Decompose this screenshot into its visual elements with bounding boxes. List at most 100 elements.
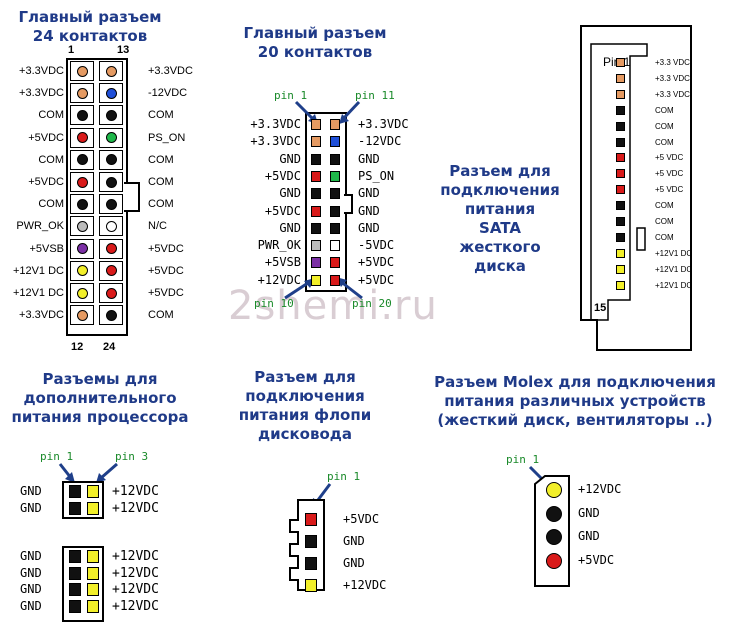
floppy-pin-label: GND xyxy=(343,534,365,548)
sata-pin-3 xyxy=(616,89,625,99)
sata-pin-2 xyxy=(616,73,625,83)
sata-pin-7 xyxy=(616,153,625,163)
cpu-four_pin-left-label: GND xyxy=(20,500,42,515)
atx24-pin-11 xyxy=(76,287,88,299)
atx20-left-label: GND xyxy=(279,151,301,166)
floppy-pin-2 xyxy=(305,535,317,548)
molex-pin-4 xyxy=(546,552,562,569)
sata-pin-12 xyxy=(616,232,625,242)
atx20-left-label: PWR_OK xyxy=(257,238,301,253)
cpu-eight_pin-right-label: +12VDC xyxy=(112,582,159,597)
atx20-pin10-label: pin 10 xyxy=(254,297,294,310)
atx20-right-label: PS_ON xyxy=(358,168,395,183)
atx24-left-label: PWR_OK xyxy=(16,220,64,233)
atx24-pin-24 xyxy=(105,309,117,321)
atx24-pin-9 xyxy=(76,243,88,255)
molex-pin-2 xyxy=(546,505,562,522)
atx24-pin-19 xyxy=(105,198,117,210)
floppy-pin-label: GND xyxy=(343,556,365,570)
cpu-eight_pin-12v-pin-1 xyxy=(87,550,99,563)
cpu-eight_pin-12v-pin-4 xyxy=(87,599,99,613)
atx24-left-label: +12V1 DC xyxy=(12,264,64,277)
floppy-pin-1 xyxy=(305,513,317,526)
atx20-title: Главный разъем 20 контактов xyxy=(243,24,387,61)
atx24-num-13: 13 xyxy=(117,44,130,56)
atx24-left-label: +3.3VDC xyxy=(19,309,64,322)
atx20-pin11-label: pin 11 xyxy=(355,89,395,102)
atx20-left-label: +3.3VDC xyxy=(250,134,301,149)
atx24-left-label: +5VSB xyxy=(29,242,64,255)
atx20-left-label: +5VDC xyxy=(264,203,301,218)
cpu-four_pin-left-label: GND xyxy=(20,484,42,498)
atx20-pin-17 xyxy=(330,222,340,234)
atx24-pin-7 xyxy=(76,198,88,210)
sata-pin-label: +5 VDC xyxy=(655,169,684,179)
molex-title: Разъем Molex для подключения питания раз… xyxy=(434,373,716,429)
cpu-pin1-label: pin 1 xyxy=(40,450,74,463)
atx20-pin-16 xyxy=(330,205,340,217)
atx20-right-label: +5VDC xyxy=(358,255,395,270)
atx24-right-label: +3.3VDC xyxy=(148,65,193,77)
molex-pin-1 xyxy=(546,482,562,498)
cpu-four_pin-gnd-pin-2 xyxy=(69,501,81,515)
sata-pin-15 xyxy=(616,280,625,290)
sata-pin-10 xyxy=(616,201,625,211)
atx24-latch xyxy=(124,182,140,212)
atx20-pin-20 xyxy=(330,274,340,286)
atx20-pin-19 xyxy=(330,257,340,269)
atx20-pin-18 xyxy=(330,240,340,252)
cpu-eight_pin-left-label: GND xyxy=(20,565,42,580)
atx20-left-label: GND xyxy=(279,220,301,235)
atx20-left-label: +5VSB xyxy=(264,255,301,270)
atx24-right-label: COM xyxy=(148,198,174,211)
cpu-four_pin-12v-pin-2 xyxy=(87,501,99,515)
sata-pin-1 xyxy=(616,58,625,67)
floppy-title: Разъем для подключения питания флопи дис… xyxy=(238,368,372,443)
atx20-pin-15 xyxy=(330,188,340,200)
atx20-pin-6 xyxy=(311,205,321,217)
atx24-pin-20 xyxy=(105,220,117,232)
sata-pin-14 xyxy=(616,264,625,274)
molex-pin-3 xyxy=(546,529,562,545)
atx24-pin-8 xyxy=(76,220,88,232)
atx24-pin-13 xyxy=(105,65,117,77)
sata-pin-label: COM xyxy=(655,105,674,115)
atx24-left-label: +5VDC xyxy=(28,131,64,144)
cpu-eight_pin-gnd-pin-2 xyxy=(69,566,81,580)
atx24-pin-17 xyxy=(105,154,117,166)
atx24-left-label: COM xyxy=(38,109,64,122)
sata-pin-label: COM xyxy=(655,201,674,211)
sata-pin-label: +3.3 VDC xyxy=(655,73,690,83)
sata-pin-label: +12V1 DC xyxy=(655,280,693,290)
sata-pin-8 xyxy=(616,169,625,179)
atx20-pin-7 xyxy=(311,222,321,234)
atx20-pin-4 xyxy=(311,170,321,182)
atx24-left-label: +12V1 DC xyxy=(12,287,64,299)
sata-pin15-label: 15 xyxy=(594,302,607,314)
sata-pin-label: +12V1 DC xyxy=(655,248,693,258)
atx20-pin-14 xyxy=(330,170,340,182)
atx24-right-label: COM xyxy=(148,153,174,166)
atx24-right-label: COM xyxy=(148,176,174,188)
atx20-left-label: +12VDC xyxy=(257,272,301,287)
atx20-pin-10 xyxy=(311,274,321,286)
atx24-left-label: +3.3VDC xyxy=(19,87,64,100)
atx24-title: Главный разъем 24 контактов xyxy=(18,8,162,45)
atx20-pin-11 xyxy=(330,119,340,130)
floppy-pin-3 xyxy=(305,557,317,570)
atx20-left-label: +3.3VDC xyxy=(250,117,301,131)
atx24-right-label: COM xyxy=(148,309,174,322)
cpu-eight_pin-12v-pin-3 xyxy=(87,583,99,596)
atx20-latch xyxy=(344,194,353,214)
atx20-left-label: +5VDC xyxy=(264,168,301,183)
atx24-right-label: PS_ON xyxy=(148,131,186,144)
cpu-pin3-label: pin 3 xyxy=(115,450,149,463)
sata-pin-6 xyxy=(616,137,625,147)
atx20-pin-9 xyxy=(311,257,321,269)
atx24-pin-18 xyxy=(105,176,117,188)
atx20-right-label: +5VDC xyxy=(358,272,395,287)
sata-pin-label: +3.3 VDC xyxy=(655,58,690,67)
floppy-pin-label: +5VDC xyxy=(343,512,380,526)
atx24-right-label: +5VDC xyxy=(148,242,184,255)
